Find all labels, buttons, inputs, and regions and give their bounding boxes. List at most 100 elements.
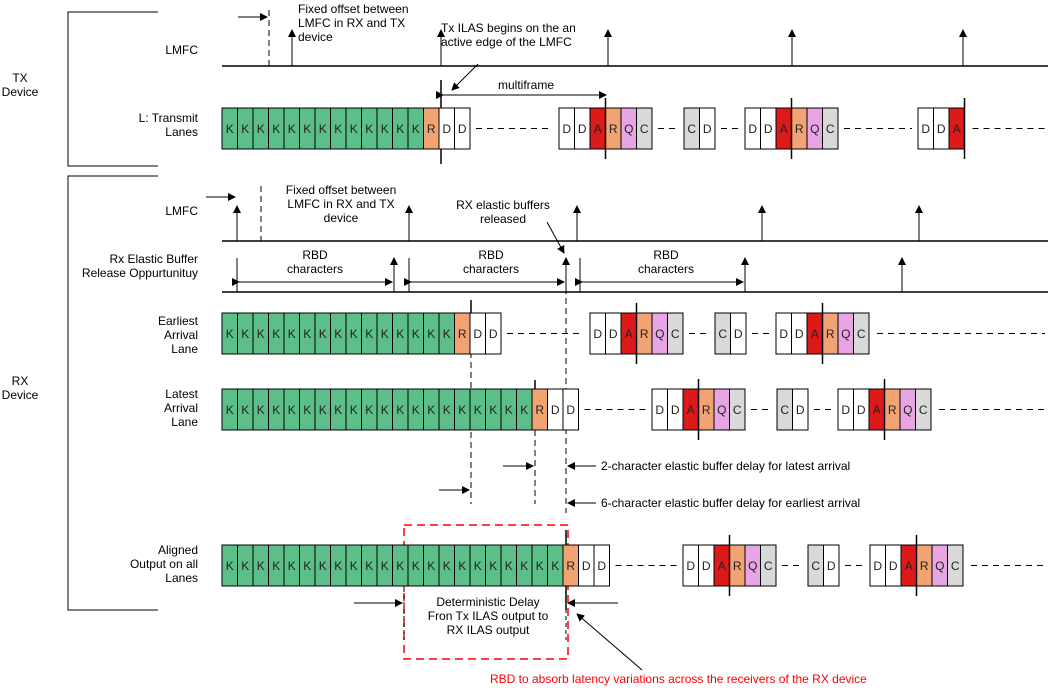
rbd-note-pointer <box>576 613 643 671</box>
cell-letter: K <box>412 403 420 417</box>
cell-letter: K <box>241 327 249 341</box>
rx-lmfc-pulses <box>233 205 923 241</box>
cell-letter: A <box>905 559 913 573</box>
cell-letter: A <box>625 327 633 341</box>
cell-letter: D <box>703 122 712 136</box>
cell-letter: K <box>520 559 528 573</box>
rbd-note-label: RBD to absorb latency variations across … <box>490 672 867 686</box>
cell-C <box>822 107 839 150</box>
cell-letter: K <box>272 559 280 573</box>
cell-letter: Q <box>903 403 912 417</box>
cell-letter: C <box>687 122 696 136</box>
cell-letter: R <box>535 403 544 417</box>
cell-letter: K <box>474 559 482 573</box>
cell-D <box>699 107 716 150</box>
cell-letter: Q <box>624 122 633 136</box>
cell-letter: C <box>857 327 866 341</box>
cell-letter: K <box>381 327 389 341</box>
cell-letter: D <box>873 559 882 573</box>
cell-letter: D <box>566 403 575 417</box>
cell-letter: K <box>381 559 389 573</box>
cell-letter: K <box>319 327 327 341</box>
cell-letter: D <box>796 403 805 417</box>
cell-letter: K <box>303 327 311 341</box>
cell-letter: A <box>687 403 695 417</box>
cell-letter: K <box>288 122 296 136</box>
cell-letter: D <box>827 559 836 573</box>
cell-D <box>454 107 471 150</box>
cell-letter: K <box>551 559 559 573</box>
cell-letter: K <box>303 122 311 136</box>
cell-letter: R <box>427 122 436 136</box>
cell-letter: R <box>702 403 711 417</box>
cell-letter: R <box>640 327 649 341</box>
cell-letter: D <box>921 122 930 136</box>
cell-letter: C <box>733 403 742 417</box>
cell-letter: D <box>597 559 606 573</box>
cell-letter: K <box>350 122 358 136</box>
cell-letter: K <box>272 122 280 136</box>
cell-letter: K <box>412 122 420 136</box>
cell-letter: C <box>671 327 680 341</box>
latest-delay-label: 2-character elastic buffer delay for lat… <box>601 459 850 473</box>
cell-letter: K <box>412 559 420 573</box>
cell-letter: D <box>582 559 591 573</box>
deterministic-delay-box <box>403 524 569 660</box>
cell-letter: A <box>594 122 602 136</box>
cell-letter: K <box>427 559 435 573</box>
cell-letter: K <box>412 327 420 341</box>
cell-D <box>823 544 840 587</box>
cell-letter: K <box>334 403 342 417</box>
rx-lmfc-label: LMFC <box>165 204 198 218</box>
cell-C <box>729 388 746 431</box>
cell-letter: K <box>381 122 389 136</box>
cell-letter: D <box>578 122 587 136</box>
cell-letter: R <box>609 122 618 136</box>
cell-letter: D <box>937 122 946 136</box>
cell-letter: K <box>365 327 373 341</box>
cell-C <box>636 107 653 150</box>
cell-letter: D <box>609 327 618 341</box>
cell-letter: R <box>458 327 467 341</box>
cell-letter: D <box>442 122 451 136</box>
cell-letter: K <box>520 403 528 417</box>
cell-letter: D <box>857 403 866 417</box>
cell-letter: K <box>396 327 404 341</box>
cell-letter: Q <box>841 327 850 341</box>
cell-letter: K <box>319 403 327 417</box>
cell-letter: D <box>734 327 743 341</box>
cell-letter: Q <box>935 559 944 573</box>
tx-lmfc-pulses <box>288 29 967 66</box>
cell-letter: K <box>334 122 342 136</box>
cell-C <box>667 312 684 355</box>
cell-letter: K <box>226 559 234 573</box>
cell-letter: K <box>365 122 373 136</box>
cell-letter: D <box>473 327 482 341</box>
release-pulses <box>236 257 906 292</box>
cell-letter: K <box>536 559 544 573</box>
cell-letter: K <box>226 403 234 417</box>
cell-letter: A <box>718 559 726 573</box>
cell-D <box>593 544 610 587</box>
cell-letter: D <box>702 559 711 573</box>
cell-D <box>792 388 809 431</box>
cell-letter: Q <box>748 559 757 573</box>
cell-letter: D <box>748 122 757 136</box>
cell-letter: Q <box>810 122 819 136</box>
cell-letter: K <box>396 559 404 573</box>
